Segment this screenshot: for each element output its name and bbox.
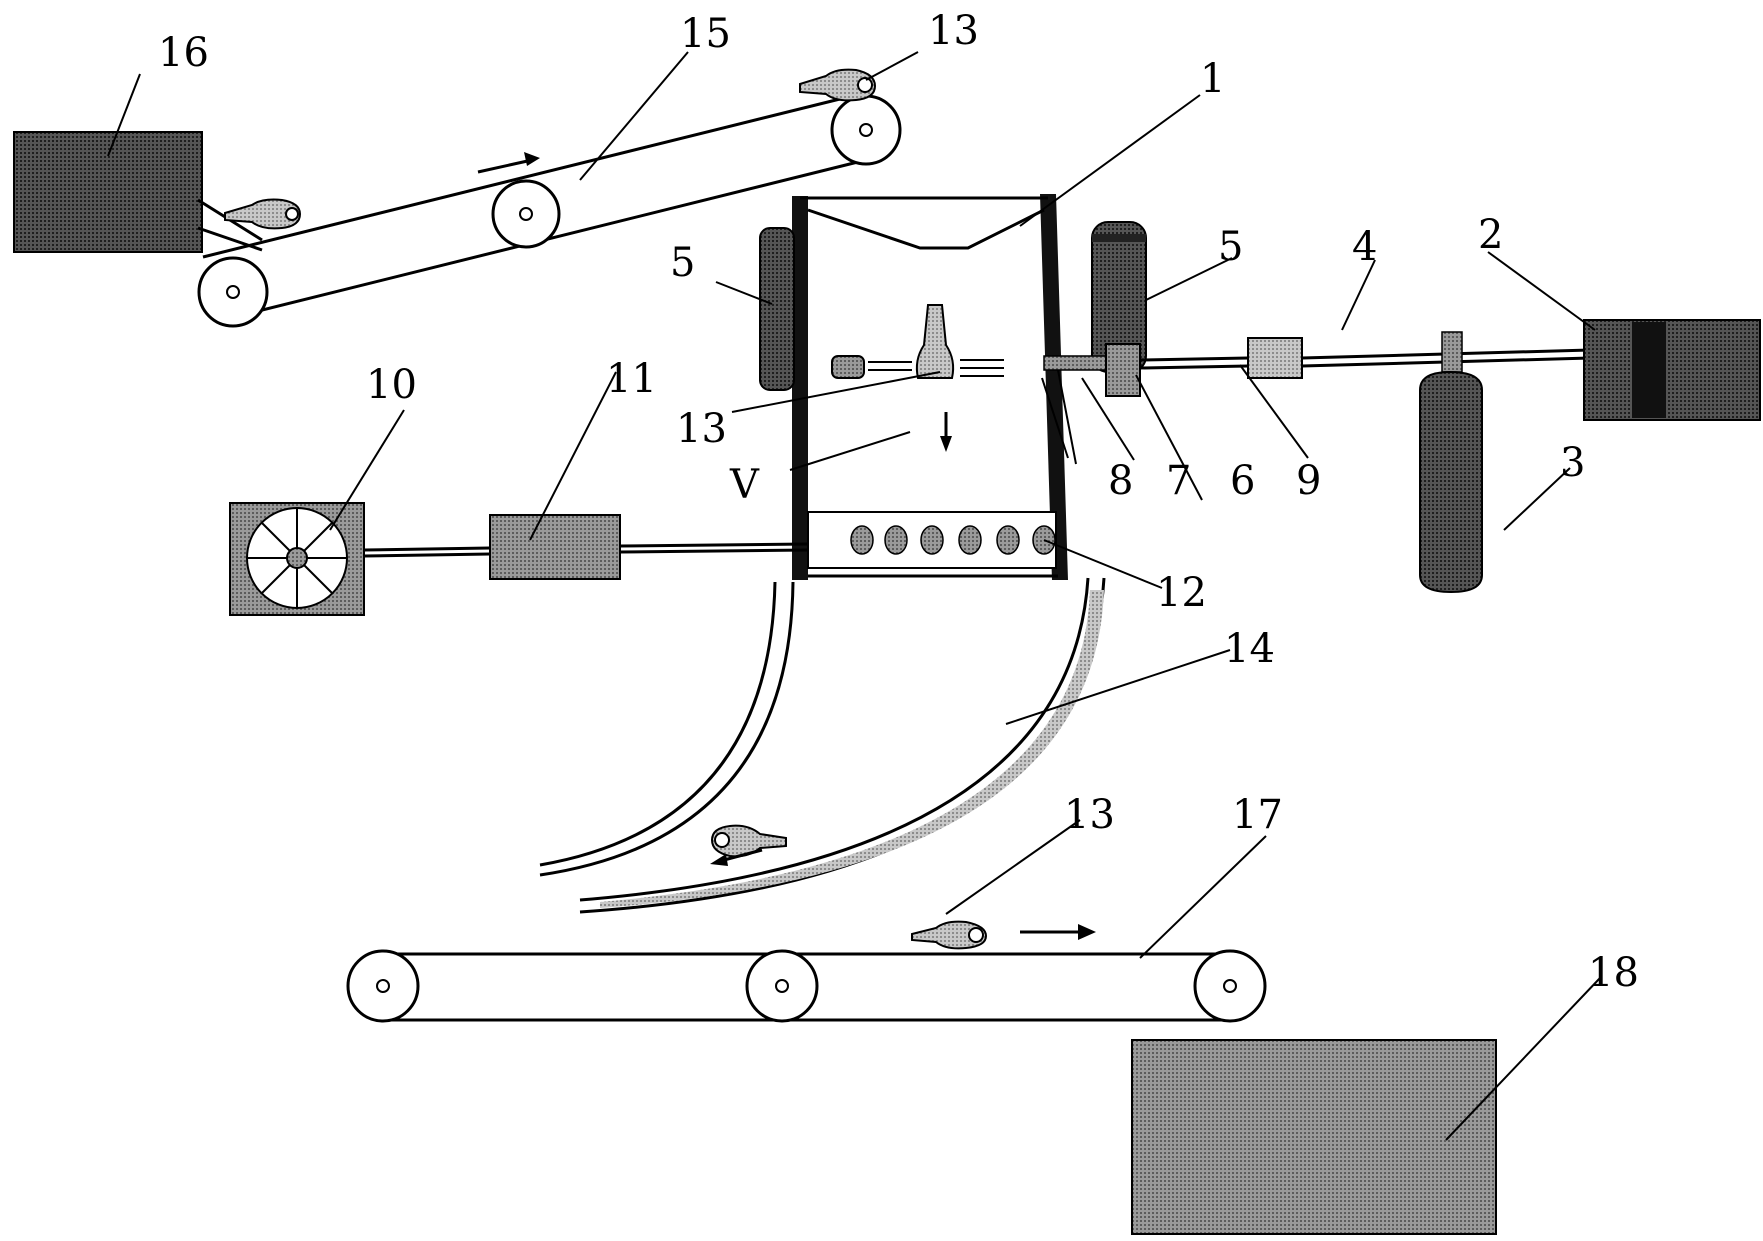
label-13-top: 13 xyxy=(928,8,979,54)
label-12: 12 xyxy=(1156,570,1207,616)
label-16: 16 xyxy=(158,30,209,76)
regulator-11 xyxy=(490,515,620,579)
label-v: V xyxy=(729,462,760,508)
gas-cylinder-3 xyxy=(1420,372,1482,592)
part-13-on-chute xyxy=(710,826,786,866)
label-1: 1 xyxy=(1200,56,1225,102)
conveyor-17 xyxy=(348,951,1265,1021)
label-8: 8 xyxy=(1108,458,1133,504)
label-3: 3 xyxy=(1560,440,1585,486)
label-11: 11 xyxy=(606,356,657,402)
valve-4 xyxy=(1248,338,1302,378)
label-4: 4 xyxy=(1352,224,1377,270)
label-5-left: 5 xyxy=(670,240,695,286)
label-9: 9 xyxy=(1296,458,1321,504)
chamber-1 xyxy=(792,194,1068,580)
label-7: 7 xyxy=(1166,458,1191,504)
label-13-chamber: 13 xyxy=(676,406,727,452)
label-14: 14 xyxy=(1224,626,1275,672)
label-2: 2 xyxy=(1478,212,1503,258)
label-13-bottom: 13 xyxy=(1064,792,1115,838)
fan-10 xyxy=(230,503,364,615)
label-10: 10 xyxy=(366,362,417,408)
label-5-right: 5 xyxy=(1218,224,1243,270)
part-13-on-conveyor-17 xyxy=(912,922,1096,949)
label-18: 18 xyxy=(1588,950,1639,996)
collection-bin-18 xyxy=(1132,1040,1496,1234)
heater-5-left xyxy=(760,228,794,390)
machine-16 xyxy=(14,132,202,252)
source-2 xyxy=(1584,320,1760,420)
label-6: 6 xyxy=(1230,458,1255,504)
part-13-on-conveyor xyxy=(800,70,875,101)
label-15: 15 xyxy=(680,11,731,57)
label-17: 17 xyxy=(1232,792,1283,838)
